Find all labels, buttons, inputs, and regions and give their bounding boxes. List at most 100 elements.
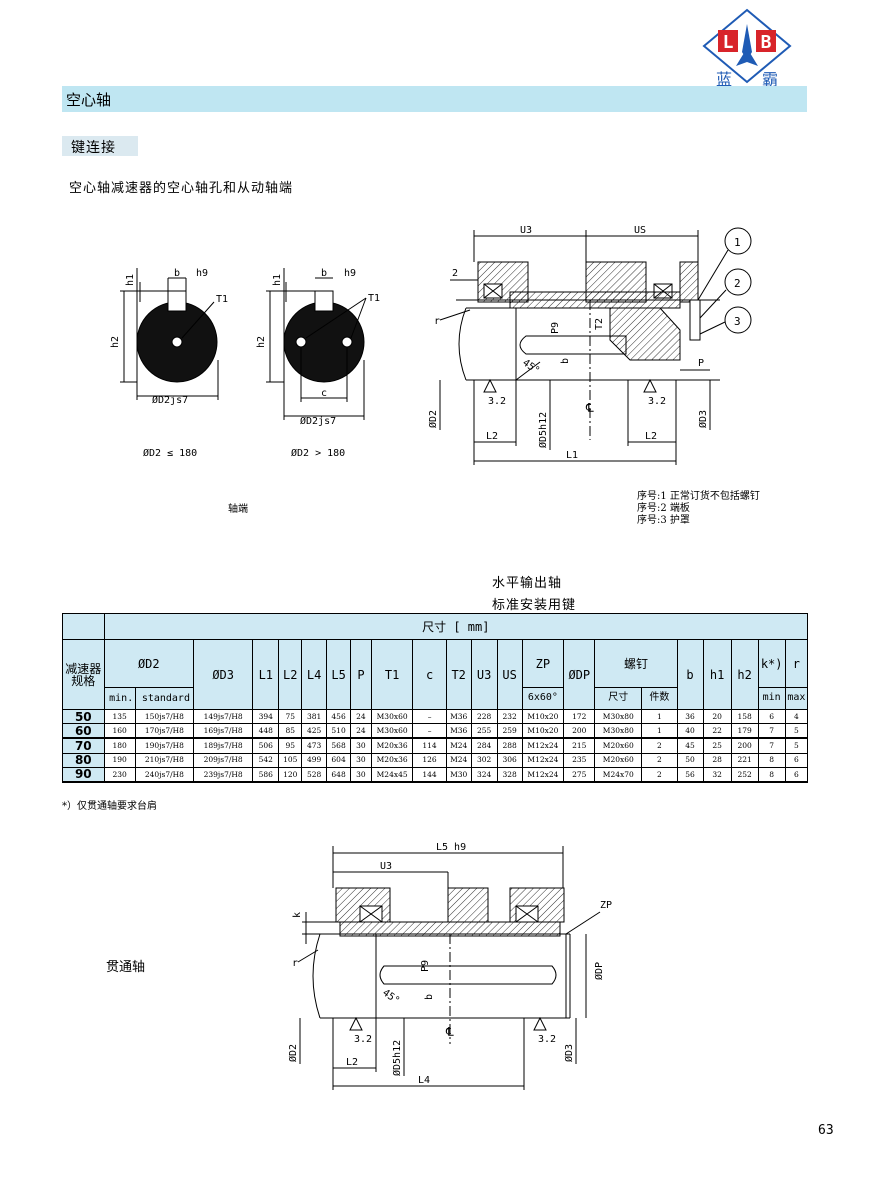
table-subtitle: 标准安装用键 <box>492 598 577 613</box>
table-cell: M30x60 <box>370 708 414 725</box>
table-cell: 1 <box>641 708 678 725</box>
logo-rocket-icon <box>742 24 752 60</box>
header-dp: ØDP <box>563 639 596 710</box>
shaft-end-section-small: h1 b h9 T1 h2 ØD2js7 ØD2 ≤ 180 <box>110 268 228 459</box>
header-l5: L5 <box>326 639 352 710</box>
table-cell: 200 <box>730 737 759 754</box>
table-cell: 209js7/H8 <box>193 752 254 768</box>
end-cap-cover <box>689 299 701 341</box>
table-cell: 190 <box>103 752 136 768</box>
table-cell: 56 <box>676 766 704 783</box>
table-cell: 252 <box>730 766 759 783</box>
table-cell: 105 <box>278 752 303 768</box>
subsection-title: 键连接 <box>71 140 116 156</box>
table-cell: 40 <box>676 723 704 740</box>
header-corner-top <box>62 612 105 641</box>
ts-k-label: k <box>292 912 303 918</box>
table-cell: 7 <box>757 723 786 740</box>
table-cell: 215 <box>563 737 596 754</box>
table-cell: 394 <box>252 708 280 725</box>
table-cell: 30 <box>350 752 372 768</box>
callout-3-number: 3 <box>734 315 741 328</box>
legend-item-3: 序号:3 护罩 <box>637 515 690 526</box>
ts-rough1-label: 3.2 <box>354 1034 372 1045</box>
table-cell: M10x20 <box>521 708 565 725</box>
header-u3: U3 <box>470 639 498 710</box>
header-d2: ØD2 <box>103 639 195 689</box>
ts-housing-mid <box>447 887 489 923</box>
header-p: P <box>350 639 372 710</box>
table-cell: 169js7/H8 <box>193 723 254 740</box>
d2-t1-label: T1 <box>368 293 380 304</box>
d1-h9-label: h9 <box>196 268 208 279</box>
table-cell: 120 <box>278 766 303 783</box>
table-cell: 172 <box>563 708 596 725</box>
table-cell: 240js7/H8 <box>134 766 195 783</box>
table-cell: M30x80 <box>594 723 643 740</box>
header-zp: ZP <box>521 639 565 689</box>
d3-2-label: 2 <box>452 268 458 279</box>
diagram-caption-title: 空心轴减速器的空心轴孔和从动轴端 <box>69 181 294 196</box>
table-cell: M36 <box>445 708 472 725</box>
header-screw-qty: 件数 <box>641 687 678 710</box>
header-k-min: min <box>757 687 786 710</box>
hollow-shaft-section: U3 US 2 r P9 T2 b 45° P 3.2 3.2 <box>427 225 752 465</box>
shaft-end-note: 轴端 <box>228 504 248 515</box>
section-title: 空心轴 <box>66 91 112 109</box>
d3-r-label: r <box>434 316 440 327</box>
table-cell: 170js7/H8 <box>134 723 195 740</box>
table-cell: 144 <box>412 766 447 783</box>
table-cell: 5 <box>784 723 809 740</box>
table-cell: 158 <box>730 708 759 725</box>
shaft-key <box>519 335 627 355</box>
table-cell: 135 <box>103 708 136 725</box>
table-cell: 456 <box>326 708 352 725</box>
callout-2 <box>724 268 752 296</box>
table-cell: 149js7/H8 <box>193 708 254 725</box>
legend-item-1: 序号:1 正常订货不包括螺钉 <box>637 491 760 502</box>
section-title-bar <box>62 86 807 112</box>
d2-b-label: b <box>321 268 327 279</box>
header-spec: 规格 <box>71 673 96 688</box>
table-cell: M20x60 <box>594 752 643 768</box>
center-hole-right <box>341 336 353 348</box>
roughness-symbol-2 <box>643 378 657 393</box>
table-cell: 6 <box>784 766 809 783</box>
d3-d3-label: ØD3 <box>697 410 709 428</box>
header-t1: T1 <box>370 639 414 710</box>
header-b: b <box>676 639 704 710</box>
logo-letter-l: L <box>723 32 734 53</box>
table-cell: 2 <box>641 752 678 768</box>
ts-l2-label: L2 <box>346 1057 358 1068</box>
callout-2-number: 2 <box>734 277 741 290</box>
header-h2: h2 <box>730 639 759 710</box>
table-cell: 6 <box>784 752 809 768</box>
table-cell: 8 <box>757 766 786 783</box>
d3-p-label: P <box>698 358 704 369</box>
table-cell: 448 <box>252 723 280 740</box>
table-cell: 75 <box>278 708 303 725</box>
header-l1: L1 <box>252 639 280 710</box>
header-r: r <box>784 639 809 689</box>
table-cell: 255 <box>470 723 498 740</box>
logo-name-right: 霸 <box>762 70 778 88</box>
table-cell: 210js7/H8 <box>134 752 195 768</box>
through-shaft-label: 贯通轴 <box>106 960 146 975</box>
table-cell: M10x20 <box>521 723 565 740</box>
through-shaft-drawing: L5 h9 U3 ZP k r P9 ØDP 45° b 3.2 3.2 ℄ Ø… <box>287 842 612 1090</box>
table-cell: 528 <box>301 766 328 783</box>
d1-b-label: b <box>174 268 180 279</box>
table-cell: 32 <box>702 766 732 783</box>
table-cell: M12x24 <box>521 752 565 768</box>
table-cell: 381 <box>301 708 328 725</box>
table-cell: M30x60 <box>370 723 414 740</box>
table-cell: 473 <box>301 737 328 754</box>
legend-item-2: 序号:2 端板 <box>637 503 690 514</box>
table-cell: 36 <box>676 708 704 725</box>
table-cell: 126 <box>412 752 447 768</box>
table-cell: 114 <box>412 737 447 754</box>
ts-d5-label: ØD5h12 <box>391 1040 403 1076</box>
table-cell: 6 <box>757 708 786 725</box>
